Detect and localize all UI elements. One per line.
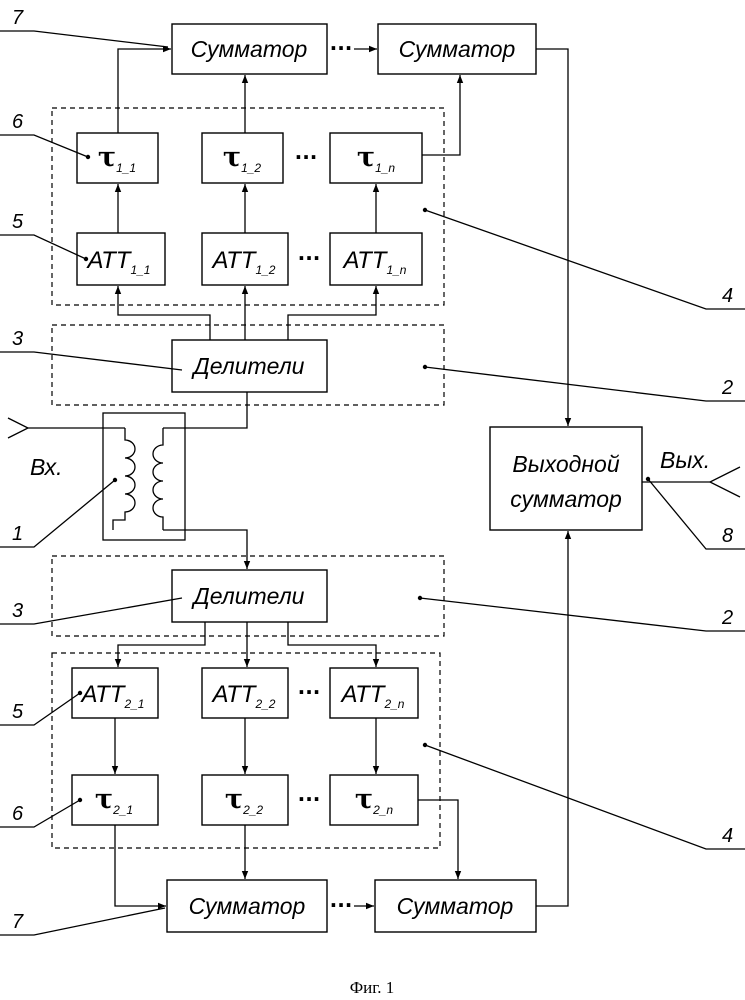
lower-attenuator-ellipsis: ··· [298,680,321,704]
lower-delay-2-symbol: τ [225,784,243,815]
ref-dot-1 [113,478,117,482]
upper-delay-n-index: 1_n [375,161,395,175]
ref-label-7-top: 7 [12,7,24,29]
lower-delay-n-box [330,775,418,825]
lower-summator-2-label: Сумматор [397,893,514,919]
upper-delay-n-box [330,133,422,183]
ref-leader-3-bottom [0,598,182,624]
figure-caption: Фиг. 1 [350,978,395,997]
upper-delay-1-symbol: τ [98,142,116,173]
ref-leader-4-top [425,210,745,309]
output-label: Вых. [660,447,710,473]
ref-leader-4-bottom [425,745,745,849]
output-summator-label-line1: Выходной [512,451,619,477]
ref-label-6-bottom: 6 [12,803,24,825]
lower-attenuator-2-index: 2_2 [254,697,275,711]
connector-upper-summator-to-output [536,49,568,426]
ref-label-4-top: 4 [722,285,733,307]
upper-summator-1-label: Сумматор [191,36,308,62]
ref-label-5-bottom: 5 [12,701,24,723]
connector-lower-summator-to-output [536,531,568,906]
ref-label-2-bottom: 2 [721,607,733,629]
lower-delay-1-index: 2_1 [112,803,133,817]
connector-transformer-to-lower-divider [163,530,247,569]
lower-delay-ellipsis: ··· [298,787,321,811]
ref-label-4-bottom: 4 [722,825,733,847]
upper-attenuator-ellipsis: ··· [298,246,321,270]
connector-upper-delay-n-to-summator [422,75,460,155]
ref-dot-6-bottom [78,798,82,802]
connector-lower-delay-1-to-summator [115,825,166,906]
ref-dot-2-bottom [418,596,422,600]
upper-delay-2-index: 1_2 [241,161,261,175]
lower-delay-1-box [72,775,158,825]
connector-upper-divider-to-att-1 [118,286,210,340]
connector-upper-delay-1-to-summator [118,49,171,133]
lower-delay-2-box [202,775,288,825]
ref-leader-2-bottom [420,598,745,631]
lower-attenuator-1-symbol: АТТ [80,681,127,708]
upper-delay-1-index: 1_1 [116,161,136,175]
ref-label-6-top: 6 [12,111,24,133]
lower-attenuator-n-index: 2_n [383,697,404,711]
lower-delay-1-symbol: τ [95,784,113,815]
lower-dividers-label: Делители [191,583,305,609]
ref-label-7-bottom: 7 [12,911,24,933]
ref-dot-2-top [423,365,427,369]
ref-label-8: 8 [722,525,733,547]
output-summator-label-line2: сумматор [510,486,622,512]
upper-summator-ellipsis: ··· [330,36,353,60]
lower-summator-ellipsis: ··· [330,893,353,917]
upper-attenuator-1-index: 1_1 [130,263,150,277]
ref-label-3-top: 3 [12,328,23,350]
ref-dot-4-top [423,208,427,212]
upper-delay-2-box [202,133,283,183]
lower-summator-1-label: Сумматор [189,893,306,919]
upper-dividers-label: Делители [191,353,305,379]
upper-attenuator-n-symbol: АТТ [342,247,389,274]
lower-attenuator-1-index: 2_1 [123,697,144,711]
lower-delay-n-index: 2_n [372,803,393,817]
ref-leader-6-top [0,135,88,157]
output-summator-box [490,427,642,530]
connector-lower-delay-n-to-summator [418,800,458,879]
ref-label-2-top: 2 [721,377,733,399]
upper-delay-2-symbol: τ [223,142,241,173]
input-label: Вх. [30,454,62,480]
lower-delay-n-symbol: τ [355,784,373,815]
ref-dot-8 [646,477,650,481]
transformer-frame [103,413,185,540]
ref-dot-5-bottom [78,691,82,695]
output-terminal [710,467,740,497]
connector-lower-divider-to-att-n [288,622,376,667]
ref-leader-3-top [0,352,182,370]
ref-label-5-top: 5 [12,211,24,233]
ref-leader-7-top [0,31,168,47]
ref-leader-5-top [0,235,86,259]
ref-leader-7-bottom [0,908,165,935]
connector-upper-divider-to-att-n [288,286,376,340]
upper-attenuator-2-index: 1_2 [255,263,275,277]
ref-dot-6-top [86,155,90,159]
upper-delay-n-symbol: τ [357,142,375,173]
lower-delay-2-index: 2_2 [242,803,263,817]
ref-label-3-bottom: 3 [12,600,23,622]
ref-leader-2-top [425,367,745,401]
upper-attenuator-1-symbol: АТТ [86,247,133,274]
ref-label-1: 1 [12,523,23,545]
upper-summator-2-label: Сумматор [399,36,516,62]
lower-attenuator-2-symbol: АТТ [211,681,258,708]
ref-dot-4-bottom [423,743,427,747]
input-terminal [8,418,28,438]
upper-delay-ellipsis: ··· [295,145,318,169]
transformer-secondary-coil [153,428,163,530]
upper-attenuator-2-symbol: АТТ [211,247,258,274]
upper-attenuator-n-index: 1_n [386,263,406,277]
connector-transformer-to-upper-divider [163,392,247,428]
connector-lower-divider-to-att-1 [118,622,205,667]
ref-dot-5-top [84,257,88,261]
lower-attenuator-n-symbol: АТТ [340,681,387,708]
